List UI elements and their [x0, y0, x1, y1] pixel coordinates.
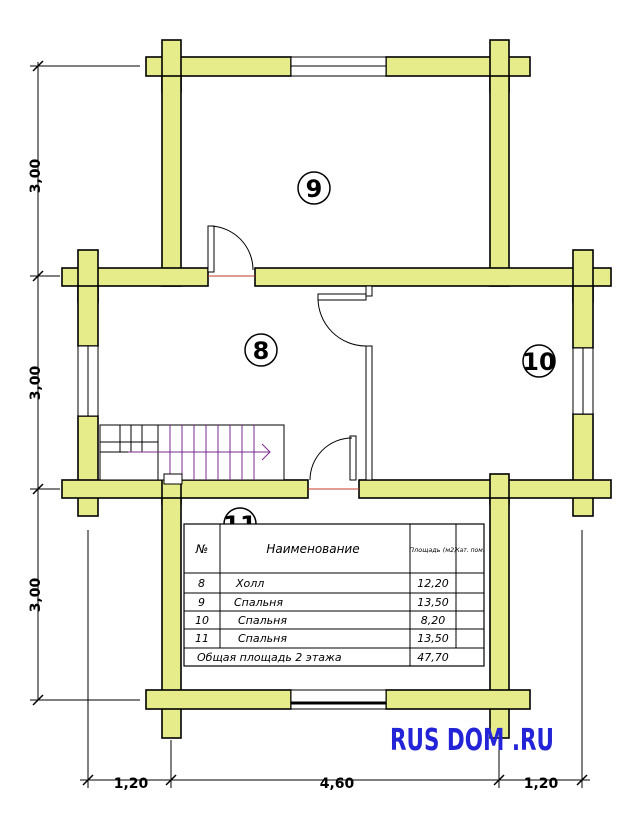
window-top [290, 56, 387, 77]
svg-text:9: 9 [306, 175, 323, 203]
door-room-11 [308, 437, 359, 490]
svg-text:10: 10 [522, 348, 555, 376]
table-header-area: Площадь (м2) [409, 546, 457, 554]
table-row-0-name: Холл [235, 577, 264, 590]
door-room-10 [317, 293, 367, 347]
window-right [572, 347, 594, 415]
table-row-2-area: 8,20 [421, 614, 446, 627]
table-row-3-name: Спальня [238, 632, 287, 645]
table-row-0-num: 8 [198, 577, 205, 590]
windows [77, 56, 594, 710]
walls [61, 39, 612, 739]
table-row-0-area: 12,20 [417, 577, 449, 590]
room-label-9: 9 [297, 171, 331, 205]
door-room-9 [207, 225, 255, 277]
room-label-8: 8 [244, 333, 278, 367]
table-row-3-num: 11 [195, 632, 209, 645]
table-total-value: 47,70 [417, 651, 449, 664]
table-row-1-area: 13,50 [417, 596, 449, 609]
area-table: № Наименование Площадь (м2) Кат. пом. 8 … [183, 523, 485, 667]
dim-bottom-right: 1,20 [524, 776, 559, 792]
table-row-1-num: 9 [198, 596, 205, 609]
svg-text:RUS DOM .RU: RUS DOM .RU [390, 723, 554, 758]
table-total-label: Общая площадь 2 этажа [197, 651, 342, 664]
table-row-1-name: Спальня [234, 596, 283, 609]
watermark-logo: RUS DOM .RU [390, 723, 554, 758]
dim-bottom-middle: 4,60 [320, 776, 355, 792]
dim-left-top: 3,00 [28, 158, 44, 193]
table-row-2-num: 10 [195, 614, 209, 627]
doors [207, 225, 367, 490]
table-row-3-area: 13,50 [417, 632, 449, 645]
svg-text:8: 8 [253, 337, 270, 365]
stairs [99, 424, 285, 485]
window-bottom [290, 689, 387, 710]
room-labels: 9 8 10 11 [223, 171, 556, 541]
table-row-2-name: Спальня [238, 614, 287, 627]
dimensions: 3,00 3,00 3,00 1,20 4,60 1,20 [28, 60, 590, 792]
window-left [77, 345, 99, 417]
table-header-name: Наименование [266, 542, 359, 556]
table-header-cat: Кат. пом. [455, 547, 484, 554]
dim-left-middle: 3,00 [28, 365, 44, 400]
dim-left-bottom: 3,00 [28, 577, 44, 612]
room-label-10: 10 [522, 344, 556, 378]
table-header-num: № [195, 542, 208, 556]
partitions [349, 285, 373, 481]
dim-bottom-left: 1,20 [114, 776, 149, 792]
